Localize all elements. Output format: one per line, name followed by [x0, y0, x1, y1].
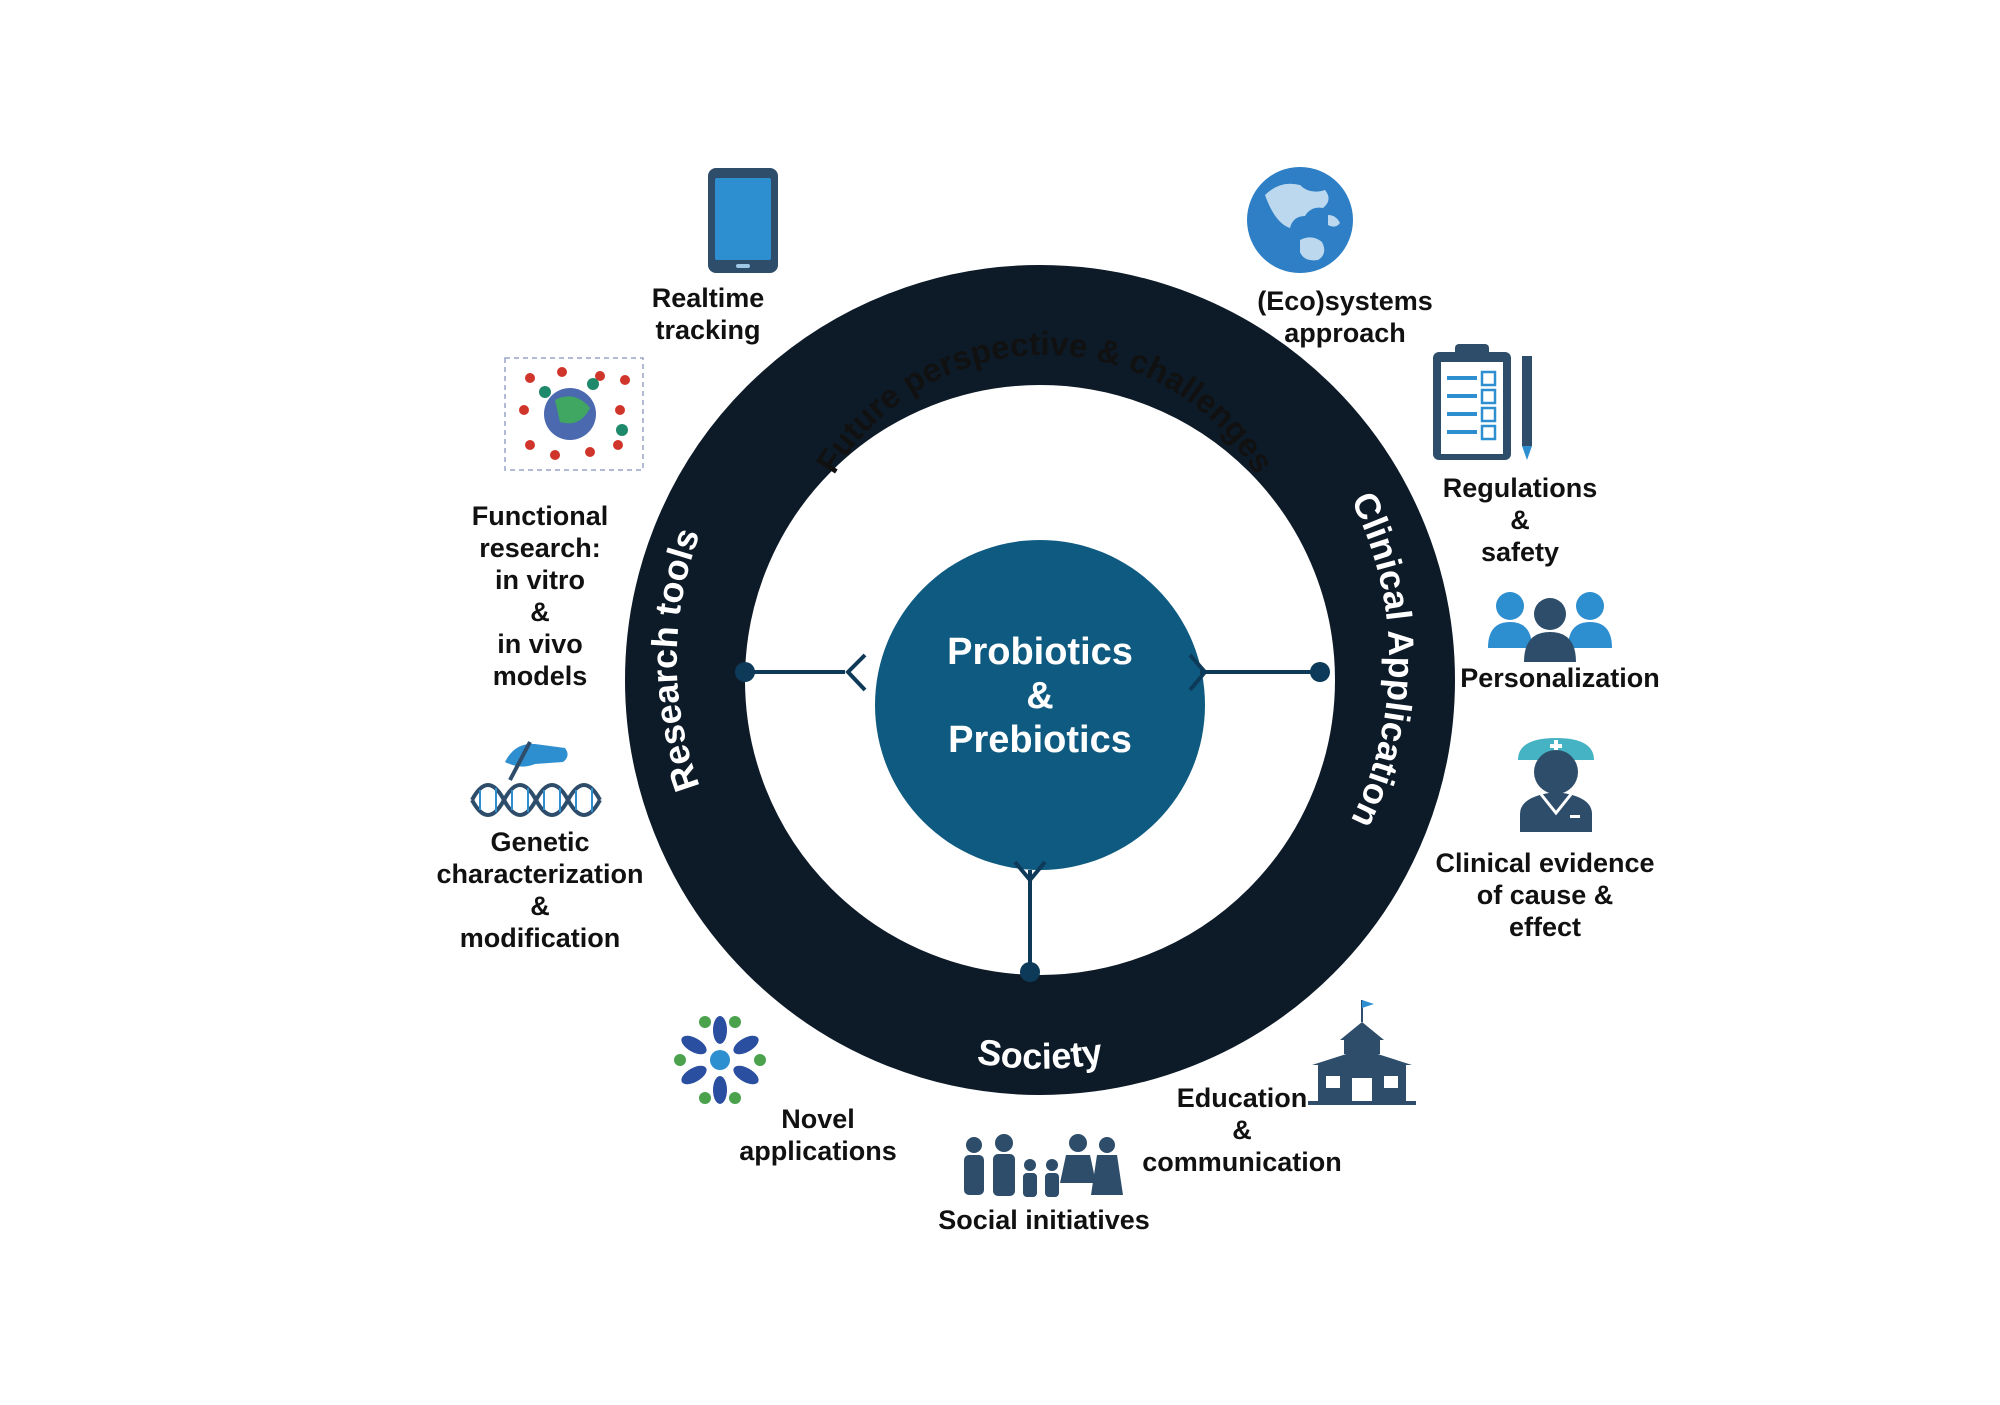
tablet-icon — [708, 168, 778, 273]
globe-icon — [1247, 167, 1353, 273]
connector-left — [745, 653, 867, 692]
connector-dot-bottom — [1020, 962, 1040, 982]
label-personalization: Personalization — [1460, 663, 1660, 693]
connector-dot-left — [735, 662, 755, 682]
molecule-icon — [504, 357, 644, 471]
connector-bottom — [1013, 860, 1047, 972]
doctor-icon — [1518, 738, 1594, 832]
dna-icon — [470, 741, 602, 817]
label-ecosystems-approach: (Eco)systems approach — [1257, 286, 1433, 348]
school-icon — [1308, 1000, 1416, 1105]
label-regulations-safety: Regulations & safety — [1442, 473, 1598, 567]
family-icon — [964, 1134, 1123, 1197]
label-functional-research: Functional research: in vitro & in vivo … — [471, 501, 609, 691]
connector-right — [1188, 653, 1320, 692]
clipboard-icon — [1433, 344, 1532, 460]
outer-ring — [625, 265, 1455, 1095]
label-social-initiatives: Social initiatives — [938, 1205, 1150, 1235]
label-genetic-characterization: Genetic characterization & modification — [436, 827, 644, 953]
connector-dot-right — [1310, 662, 1330, 682]
label-education-communication: Education & communication — [1142, 1083, 1342, 1177]
label-realtime-tracking: Realtime tracking — [651, 283, 765, 345]
center-circle — [875, 540, 1205, 870]
label-clinical-evidence: Clinical evidence of cause & effect — [1435, 848, 1655, 942]
flower-molecule-icon — [674, 1016, 766, 1104]
ring-title-society: Society — [975, 1031, 1105, 1077]
people-group-icon — [1488, 592, 1612, 662]
label-novel-applications: Novel applications — [739, 1104, 897, 1166]
center-label: Probiotics & Prebiotics — [947, 631, 1133, 761]
